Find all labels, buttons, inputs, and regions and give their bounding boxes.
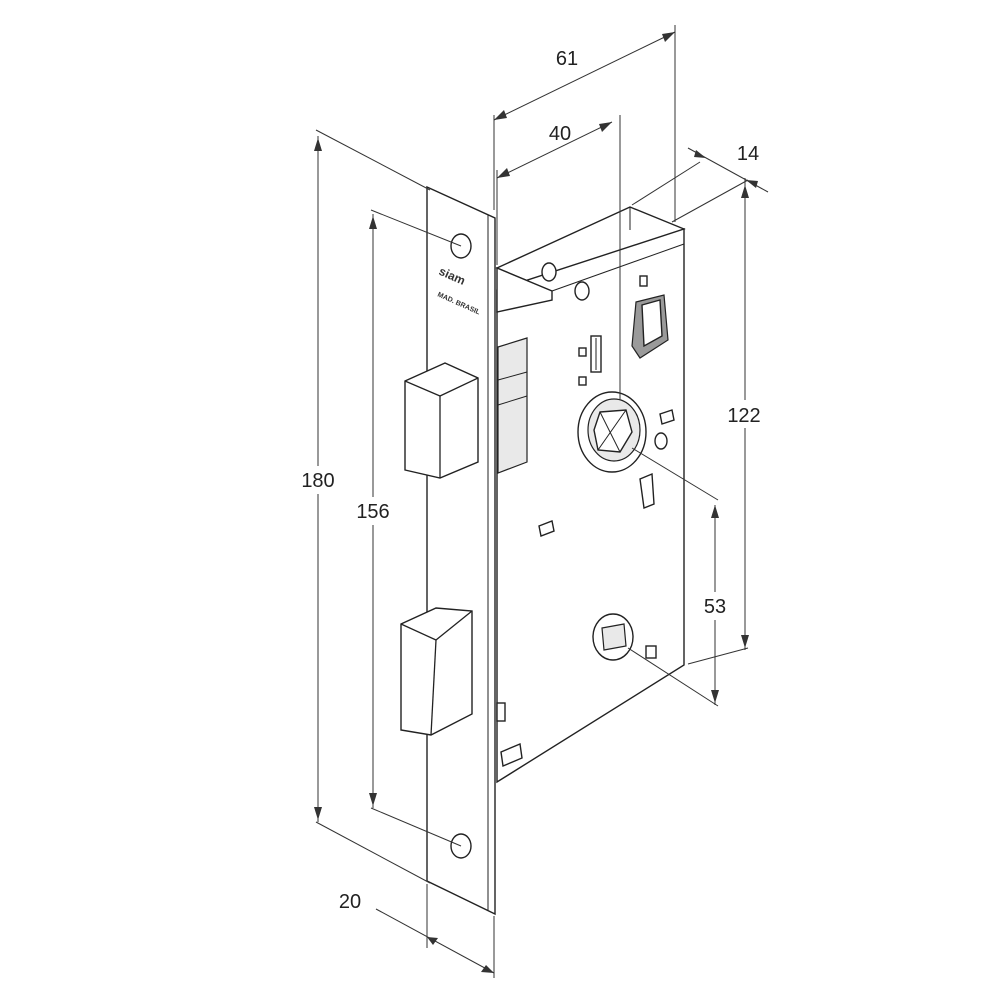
dim-122-ext-bottom xyxy=(687,647,749,665)
case-hole-1 xyxy=(541,262,557,282)
dim-40-arrow-left xyxy=(497,168,510,178)
case-clip-inner xyxy=(641,299,663,348)
deadbolt-edge-1 xyxy=(400,623,437,641)
dimensions: 61 40 14 122 xyxy=(296,25,769,978)
dim-thickness: 14 xyxy=(631,143,769,223)
dim-14-arrow-2 xyxy=(746,180,758,188)
case-hole-2 xyxy=(574,281,590,301)
dim-122-label-bg xyxy=(722,400,768,428)
dim-case-height: 122 xyxy=(687,178,768,665)
latch-body xyxy=(404,362,479,479)
follower-hub xyxy=(577,391,647,473)
case-inner-edge xyxy=(551,243,685,292)
dim-40-label: 40 xyxy=(549,123,571,145)
dim-61-arrow-right xyxy=(662,32,675,42)
dim-total-height: 180 xyxy=(296,129,431,884)
case-diamond xyxy=(659,409,675,425)
case-bottom-tab xyxy=(500,743,523,767)
case-rivet xyxy=(538,520,555,537)
case-tab xyxy=(639,472,655,509)
dim-14-ext-2 xyxy=(671,179,749,223)
dim-40-arrow-right xyxy=(599,122,612,132)
case-small-hole xyxy=(654,432,668,450)
dim-14-label: 14 xyxy=(737,143,759,165)
dim-14-arrow-1 xyxy=(694,150,706,158)
latch-edge-2 xyxy=(439,377,479,397)
dim-180-ext-top xyxy=(315,129,431,191)
dim-61-label: 61 xyxy=(556,48,578,70)
case-lower-pin xyxy=(645,645,657,659)
lock-case xyxy=(495,206,686,784)
dim-156-label: 156 xyxy=(356,501,389,523)
key-hole-square xyxy=(601,623,627,651)
latch-tail xyxy=(497,337,528,474)
latch-bolt xyxy=(404,337,528,479)
dim-180-label: 180 xyxy=(301,470,334,492)
latch-edge-1 xyxy=(404,380,441,397)
key-cylinder-hole xyxy=(592,613,634,661)
deadbolt-edge-3 xyxy=(430,639,437,736)
follower-line-2 xyxy=(597,409,627,451)
dim-40-line xyxy=(496,121,613,179)
dim-180-ext-bottom xyxy=(315,821,431,884)
latch-tail-line-1 xyxy=(497,371,528,381)
dim-156-label-bg xyxy=(350,497,396,525)
dim-156-arrow-bottom xyxy=(369,793,377,806)
dim-20-label: 20 xyxy=(339,891,361,913)
case-square-2 xyxy=(578,376,587,386)
dim-backset: 40 xyxy=(496,115,621,400)
dim-screw-spacing: 156 xyxy=(350,209,462,847)
dim-122-label: 122 xyxy=(727,405,760,427)
dim-156-ext-bottom xyxy=(370,807,462,847)
dim-156-ext-top xyxy=(370,209,462,247)
dim-53-arrow-bottom xyxy=(711,690,719,703)
dim-180-arrow-bottom xyxy=(314,807,322,820)
dim-122-arrow-top xyxy=(741,185,749,198)
dim-center-distance: 53 xyxy=(627,447,732,707)
dim-20-arrow-left xyxy=(427,937,438,945)
dim-53-label: 53 xyxy=(704,596,726,618)
case-square-1 xyxy=(578,347,587,357)
deadbolt-edge-2 xyxy=(435,610,473,641)
dim-122-arrow-bottom xyxy=(741,635,749,648)
dim-53-arrow-top xyxy=(711,505,719,518)
deadbolt-body xyxy=(400,607,473,736)
dim-61-arrow-left xyxy=(494,110,507,120)
dim-53-ext-bottom xyxy=(627,647,719,707)
dim-53-label-bg xyxy=(698,592,732,620)
case-side-face xyxy=(496,228,685,784)
faceplate: siam MAD. BRASIL xyxy=(426,185,496,916)
dim-180-label-bg xyxy=(296,466,340,494)
dim-faceplate-width: 20 xyxy=(339,884,495,978)
deadbolt xyxy=(400,607,473,736)
case-pin xyxy=(639,275,648,287)
dim-53-ext-top xyxy=(631,447,719,501)
dim-180-arrow-top xyxy=(314,138,322,151)
dim-total-depth: 61 xyxy=(493,25,676,222)
dim-61-line xyxy=(493,31,676,121)
case-bottom-slot xyxy=(496,702,506,722)
dim-20-arrow-right xyxy=(481,965,494,973)
dim-156-arrow-top xyxy=(369,216,377,229)
dim-14-ext-1 xyxy=(631,161,701,206)
latch-tail-line-2 xyxy=(497,395,528,406)
case-front-lip xyxy=(496,266,553,313)
